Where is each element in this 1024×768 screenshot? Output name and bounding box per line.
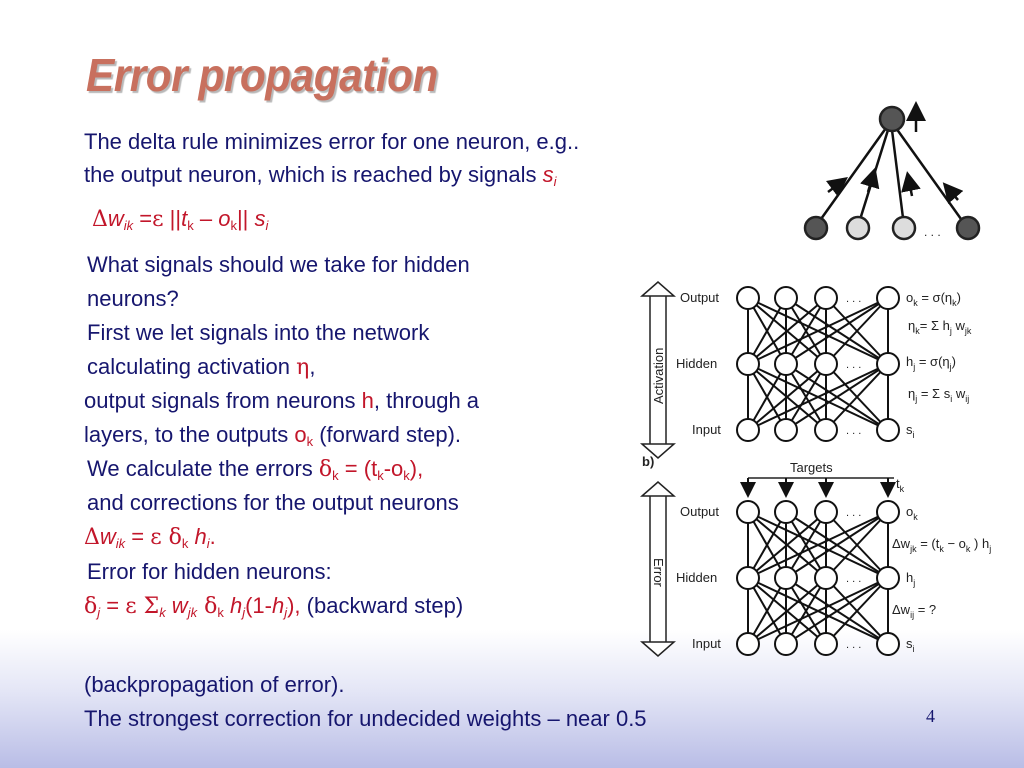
svg-text:. . .: . . . [846,293,861,305]
eq-tk: tk [896,476,905,494]
row-label-input-a: Input [692,422,721,437]
svg-text:. . .: . . . [924,225,941,239]
body-line-5: output signals from neurons h, through a [84,388,480,413]
svg-text:. . .: . . . [846,507,861,519]
body-line-9-formula: Δwik = ε δk hi. [84,524,216,551]
intro-line-2: the output neuron, which is reached by s… [84,162,557,189]
row-label-input-b: Input [692,636,721,651]
svg-text:. . .: . . . [846,425,861,437]
body-line-1: What signals should we take for hidden [87,252,470,277]
page-number: 4 [926,706,935,726]
body-line-3: First we let signals into the network [87,320,430,345]
targets-label: Targets [790,460,833,475]
eq-hj-sigma: hj = σ(ηj) [906,354,956,372]
eq-delta-w-ij: Δwij = ? [892,602,936,620]
svg-text:. . .: . . . [846,573,861,585]
eq-delta-w-jk: Δwjk = (tk − ok ) hj [892,536,991,554]
body-line-11-formula: δj = ε Σk wjk δk hj(1-hj), (backward ste… [84,593,464,620]
row-label-hidden-a: Hidden [676,356,717,371]
network-diagram: Activation Output Hidden Input . . . . .… [640,281,991,657]
body-line-2: neurons? [87,286,179,311]
body-line-4: calculating activation η, [87,354,316,380]
eq-eta-k: ηk= Σ hj wjk [908,318,972,336]
panel-b-error: b) Targets Error Output Hidden Input [640,454,991,657]
eq-si-a: si [906,422,915,440]
svg-text:. . .: . . . [846,359,861,371]
panel-a-activation: Activation Output Hidden Input . . . . .… [640,281,972,459]
delta-rule-formula: Δwik =ε ||tk – ok|| si [92,206,269,233]
row-label-hidden-b: Hidden [676,570,717,585]
eq-ok-sigma: ok = σ(ηk) [906,290,961,308]
eq-ok-b: ok [906,504,918,522]
activation-label: Activation [651,348,666,404]
slide-title: Error propagation [86,49,438,101]
body-line-8: and corrections for the output neurons [87,490,459,515]
intro-line-1: The delta rule minimizes error for one n… [84,129,580,154]
row-label-output-a: Output [680,290,719,305]
eq-si-b: si [906,636,915,654]
single-neuron-diagram: . . . [803,101,981,241]
output-neuron [878,105,906,133]
error-label: Error [651,558,666,588]
row-label-output-b: Output [680,504,719,519]
svg-text:. . .: . . . [846,639,861,651]
eq-eta-j: ηj = Σ si wij [908,386,969,404]
body-line-6: layers, to the outputs ok (forward step)… [84,422,462,449]
footer-line-2: The strongest correction for undecided w… [84,706,647,731]
body-line-7: We calculate the errors δk = (tk-ok), [87,456,424,483]
panel-b-label: b) [642,454,654,469]
footer-line-1: (backpropagation of error). [84,672,345,697]
body-line-10: Error for hidden neurons: [87,559,332,584]
eq-hj-b: hj [906,570,915,588]
